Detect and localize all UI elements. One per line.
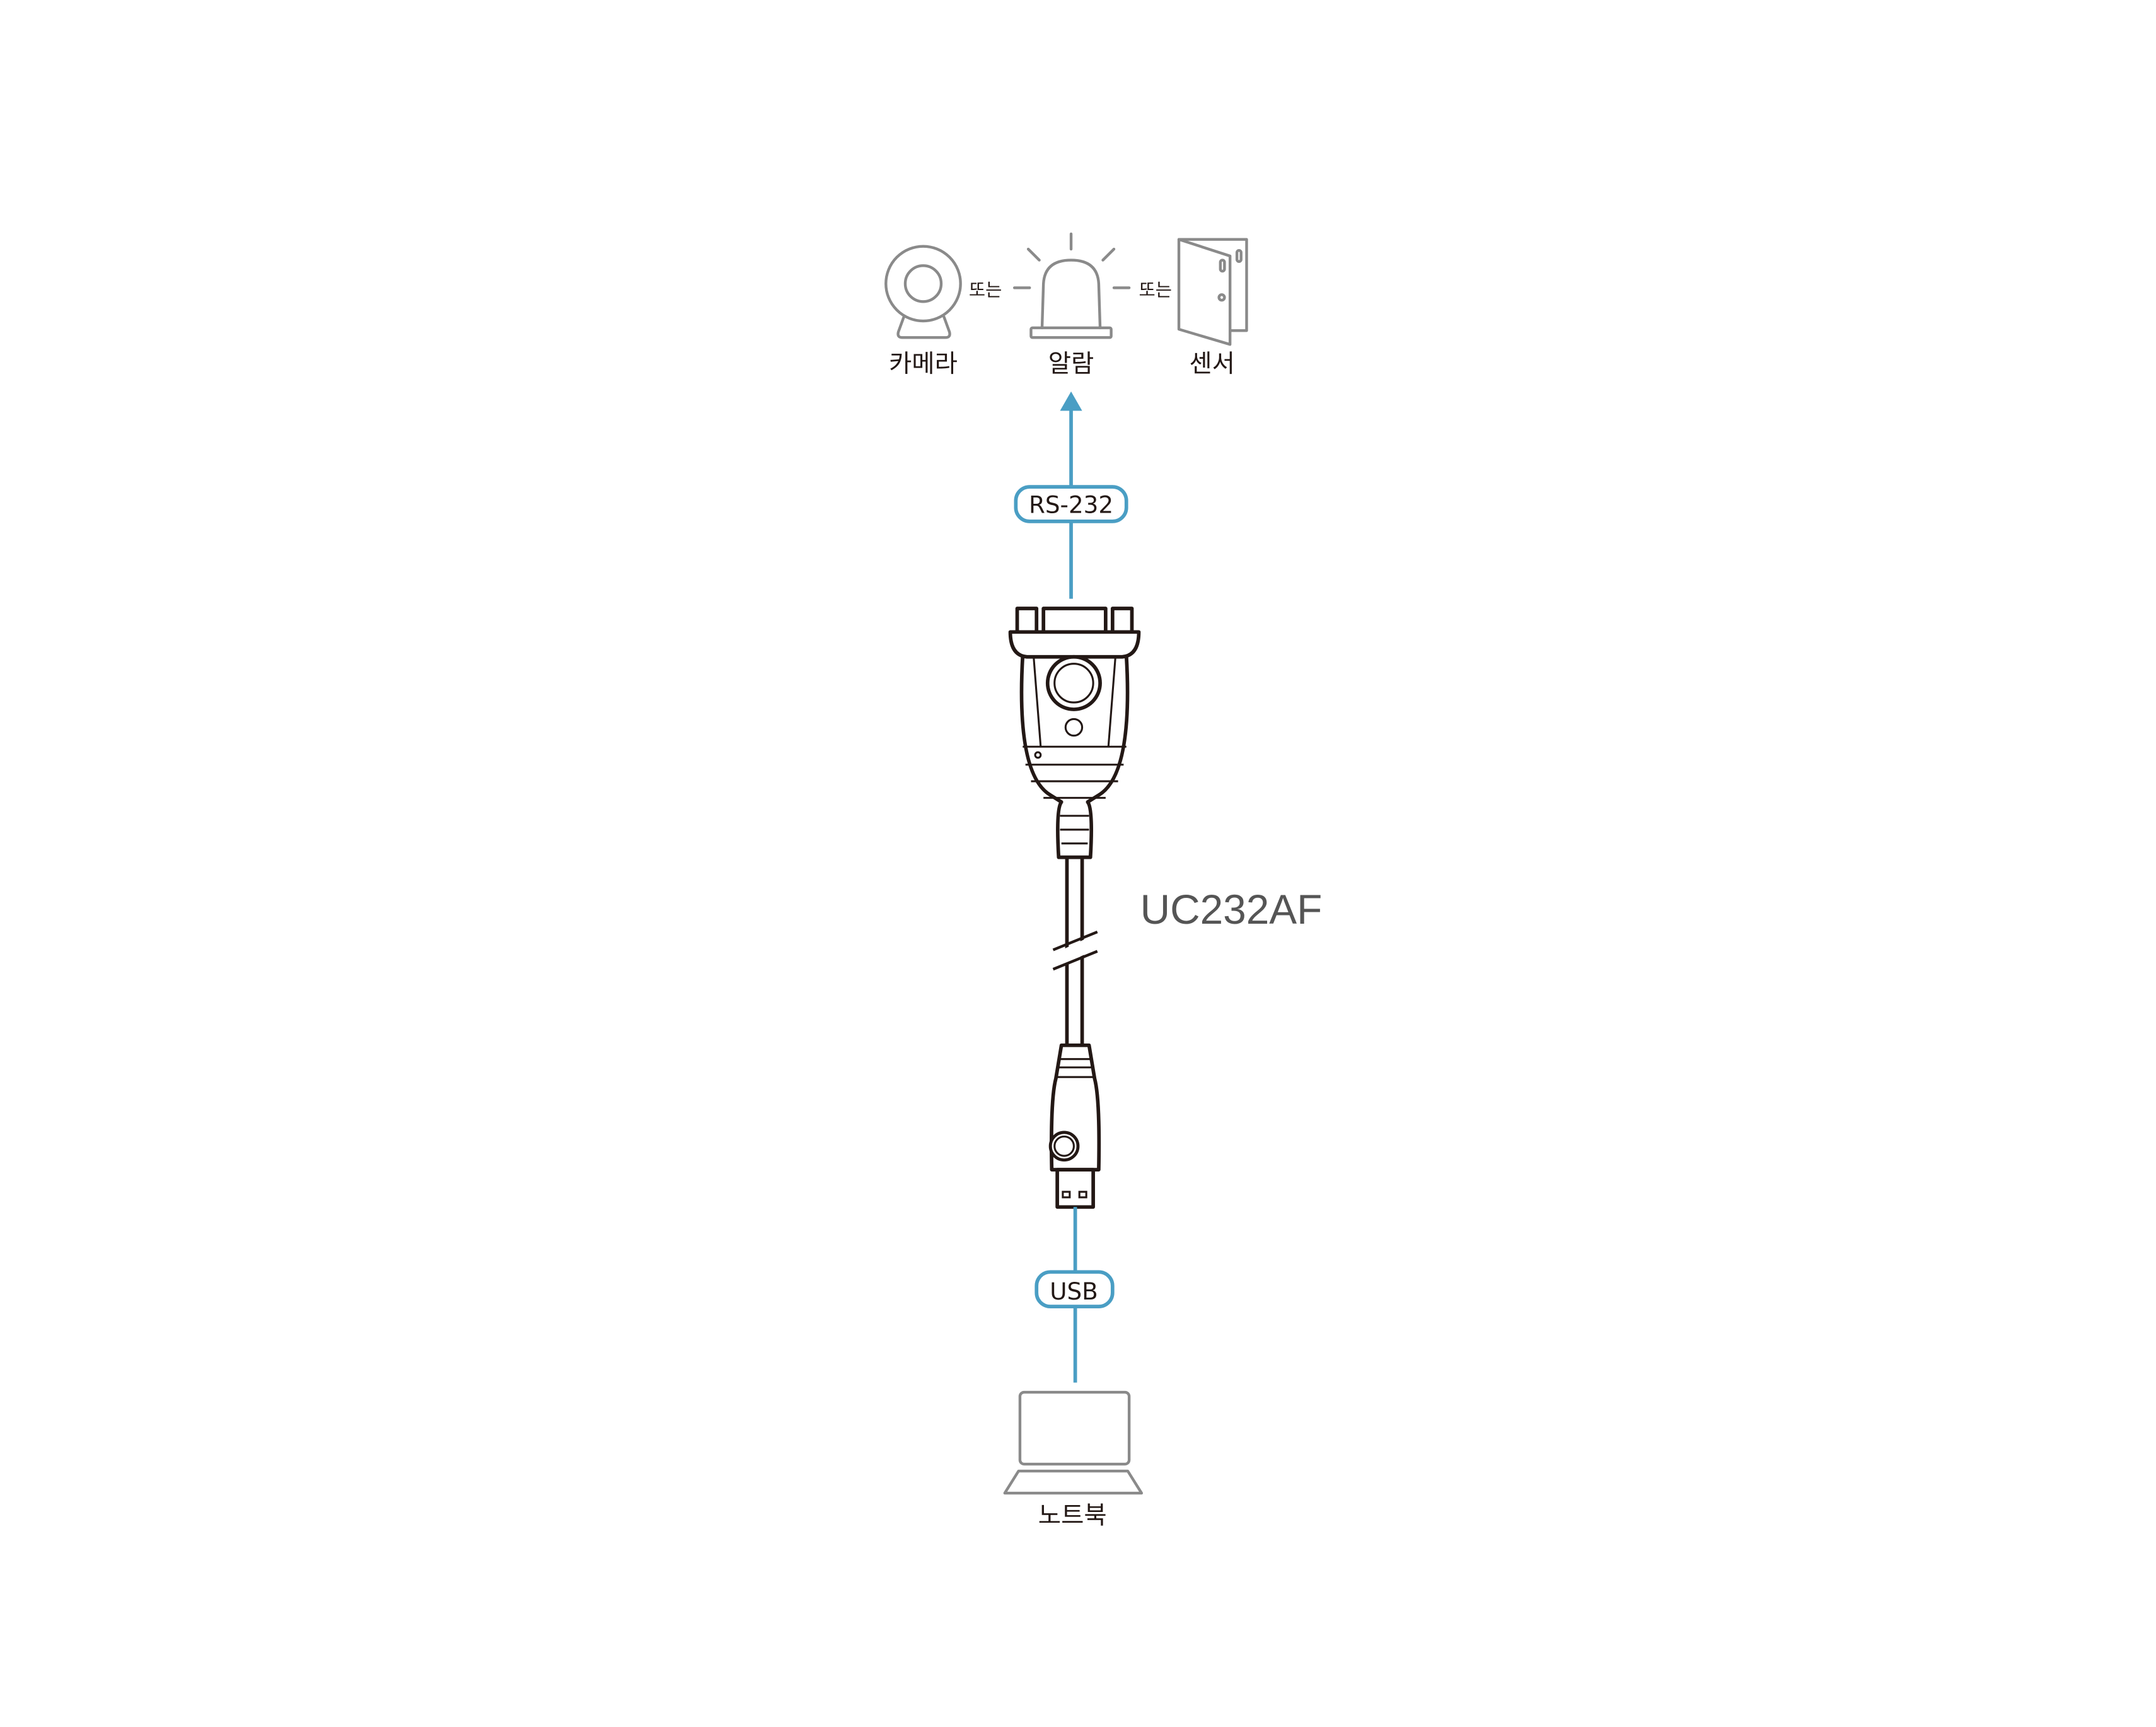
model-name: UC232AF xyxy=(1140,886,1323,933)
camera-icon xyxy=(884,245,962,339)
alarm-label: 알람 xyxy=(1048,349,1094,378)
arrow-up-icon xyxy=(1060,391,1082,411)
usb-badge xyxy=(1035,1270,1115,1308)
cable xyxy=(1052,857,1099,1045)
sensor-label: 센서 xyxy=(1189,349,1235,378)
alarm-icon xyxy=(1026,232,1116,339)
or-text-right: 또는 xyxy=(1139,280,1172,301)
door-sensor-icon xyxy=(1177,238,1248,346)
or-text-left: 또는 xyxy=(969,280,1002,301)
usb-label: USB xyxy=(1050,1277,1098,1305)
rs232-label: RS-232 xyxy=(1029,491,1113,519)
db9-connector xyxy=(1008,607,1141,859)
laptop-label: 노트북 xyxy=(1038,1501,1107,1530)
usb-plug xyxy=(1048,1043,1101,1209)
camera-label: 카메라 xyxy=(889,349,958,378)
laptop-icon xyxy=(1003,1390,1144,1495)
